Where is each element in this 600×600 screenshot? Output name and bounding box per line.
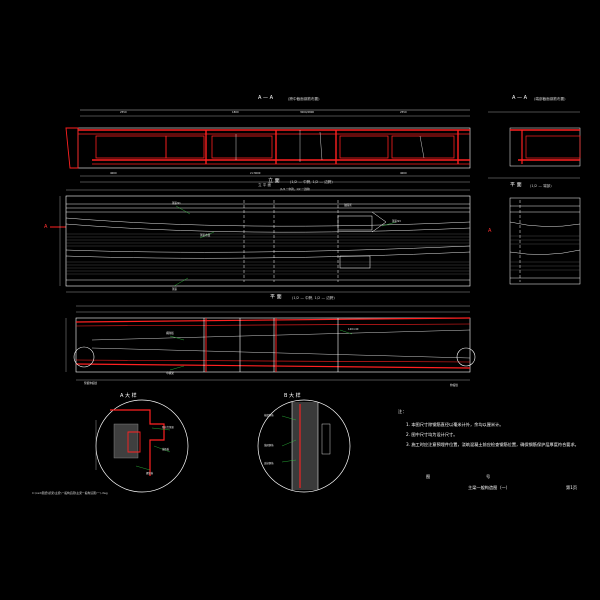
note-item-2: 2. 图中尺寸均为设计尺寸。	[406, 431, 457, 438]
section-aa-small-mark: A — A	[512, 95, 528, 101]
svg-text:钢束: 钢束	[172, 287, 178, 291]
svg-text:钢束N1: 钢束N1	[172, 201, 181, 205]
notes-block: 注： 1. 本图尺寸除钢筋直径以毫米计外，余均以厘米计。 2. 图中尺寸均为设计…	[398, 408, 579, 448]
svg-text:2550: 2550	[120, 110, 127, 114]
section-aa-main-note: (跨中截面钢筋布置)	[288, 96, 320, 101]
detail-b-mark: B 大 样	[284, 392, 301, 399]
section-aa-small-note: (端部截面钢筋布置)	[534, 96, 566, 101]
note-item-3: 3. 施工时应注意预埋件位置，浇筑混凝土前应检查钢筋位置，确保钢筋保护层厚度符合…	[406, 441, 579, 448]
detail-a-mark: A 大 样	[120, 392, 137, 399]
elevation-mark: 立 面	[268, 177, 280, 184]
section-aa-small: A — A (端部截面钢筋布置)	[488, 95, 581, 179]
title-block-page: 第1页	[566, 484, 577, 491]
svg-text:连接钢筋: 连接钢筋	[264, 461, 274, 465]
title-block: 图 号 主梁一般构造图（一） 第1页	[426, 474, 577, 491]
elevation-view: 立 面 (1/2 — 中跨, 1/2 — 边跨) A	[44, 177, 471, 293]
section-aa-main-mark: A — A	[258, 95, 274, 101]
title-block-mid: 号	[486, 474, 490, 480]
svg-text:锚垫板: 锚垫板	[162, 447, 170, 451]
svg-text:预应力钢束: 预应力钢束	[162, 425, 175, 429]
svg-text:螺旋筋: 螺旋筋	[146, 471, 154, 475]
svg-text:3000/2800: 3000/2800	[300, 110, 314, 114]
title-block-title: 主梁一般构造图（一）	[468, 484, 510, 491]
svg-text:横隔板: 横隔板	[166, 331, 174, 335]
svg-text:锚固钢筋: 锚固钢筋	[264, 443, 274, 447]
svg-text:端部钢筋: 端部钢筋	[264, 413, 274, 417]
svg-text:2550: 2550	[400, 110, 407, 114]
notes-heading: 注：	[398, 408, 406, 415]
svg-text:(1/2 一中跨，1/2 一边跨): (1/2 一中跨，1/2 一边跨)	[280, 187, 310, 191]
file-path-label: C:\cad\图纸\桥梁\主梁\一般构造图\主梁一般构造图(一).dwg	[32, 491, 108, 495]
svg-text:钢束布置: 钢束布置	[200, 233, 211, 237]
svg-text:预留伸缩缝: 预留伸缩缝	[84, 381, 97, 385]
svg-text:4000: 4000	[400, 171, 407, 175]
svg-text:4000: 4000	[110, 171, 117, 175]
svg-text:锚固区: 锚固区	[344, 203, 352, 207]
plan-small-mark: 平 面	[510, 182, 522, 188]
title-block-left: 图	[426, 474, 430, 480]
svg-text:中横梁: 中横梁	[166, 371, 174, 375]
svg-text:1800: 1800	[232, 110, 239, 114]
svg-text:2×3000: 2×3000	[250, 171, 261, 175]
plan-mark: 平 面	[270, 294, 282, 300]
svg-text:120×40: 120×40	[348, 327, 359, 331]
section-cut-right-mark: A	[488, 228, 492, 234]
note-item-1: 1. 本图尺寸除钢筋直径以毫米计外，余均以厘米计。	[406, 421, 503, 428]
section-cut-left-mark: A	[44, 224, 48, 230]
elevation-mark-label: 立 平 面	[258, 182, 271, 187]
plan-small-note: (1/2 — 端部)	[530, 183, 552, 188]
elevation-note: (1/2 — 中跨, 1/2 — 边跨)	[290, 179, 333, 184]
elevation-small: 平 面 (1/2 — 端部) A	[488, 182, 581, 285]
plan-note: (1/2 — 中跨, 1/2 — 边跨)	[292, 295, 335, 300]
svg-text:钢束N3: 钢束N3	[392, 219, 401, 223]
svg-text:伸缩缝: 伸缩缝	[450, 383, 458, 387]
